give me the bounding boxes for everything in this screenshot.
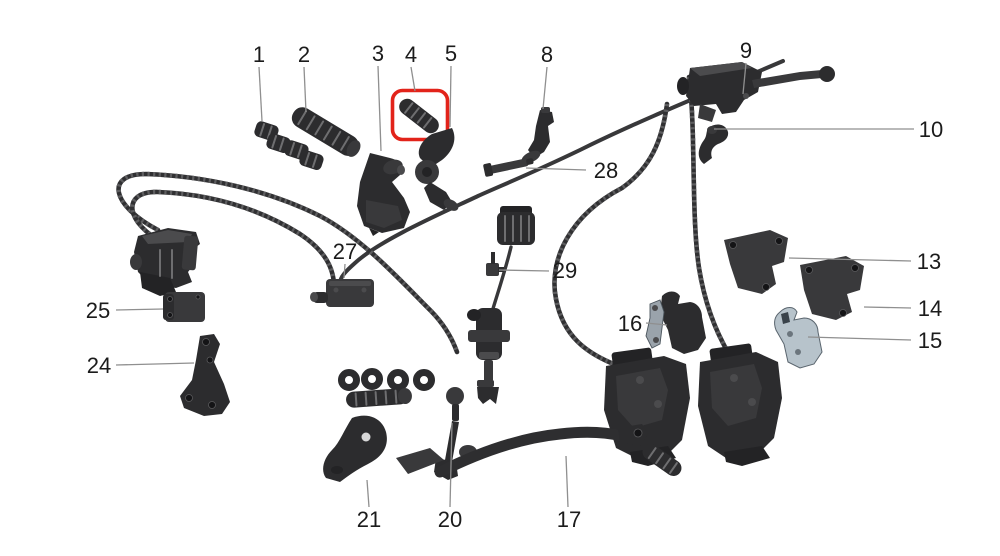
part-label-1: 1 [253,42,265,67]
part-brake-pad-set [645,291,706,354]
highlight-box [390,88,450,142]
part-label-3: 3 [372,41,384,66]
mid-loop-hose-rib [552,103,670,368]
part-label-2: 2 [298,42,310,67]
footpeg-rubber-small [642,443,682,477]
washer-set [338,368,435,391]
part-hose-junction-block [310,279,374,307]
part-label-29: 29 [553,258,577,283]
part-rear-brake-pedal [396,424,648,478]
part-label-9: 9 [740,38,752,63]
part-support-bracket [180,334,230,416]
part-label-27: 27 [333,239,357,264]
front-brake-caliper [130,228,200,296]
part-number-labels: 1 2 3 4 5 8 9 10 13 14 15 16 17 20 21 24… [86,38,943,532]
part-label-20: 20 [438,507,462,532]
part-label-21: 21 [357,507,381,532]
part-heel-guard [323,415,387,482]
right-rear-hose-rib [686,76,731,356]
part-label-4: 4 [405,42,417,67]
part-hose-fitting [486,252,504,276]
part-label-10: 10 [919,117,943,142]
part-caliper-mounting-plate-a [724,230,788,294]
part-guide-bracket [521,107,554,164]
grip-rubber-lower [346,388,412,408]
part-brake-pad-set-light [774,307,823,369]
part-mount-bracket [357,153,410,236]
rear-brake-caliper-right [698,343,782,466]
part-label-13: 13 [917,249,941,274]
part-footpeg-rubber-highlighted [399,98,439,134]
part-label-25: 25 [86,298,110,323]
leader-lines [115,62,914,508]
part-label-8: 8 [541,42,553,67]
part-grip-rubber [291,107,361,157]
part-front-master-cylinder [677,62,835,122]
rear-master-cylinder-assembly [467,206,535,404]
reservoir-hose [490,245,513,314]
part-label-14: 14 [918,296,942,321]
part-label-16: 16 [618,311,642,336]
left-hose-outer [116,171,460,355]
part-label-15: 15 [918,328,942,353]
part-pivot-lever [415,128,459,211]
left-hose-inner-rib [130,189,337,295]
part-label-17: 17 [557,507,581,532]
part-label-5: 5 [445,41,457,66]
part-label-24: 24 [87,353,111,378]
part-pin-bolt [483,158,534,177]
brake-hoses [116,59,785,368]
part-rubber-caps-set [254,121,324,171]
part-label-28: 28 [594,158,618,183]
front-brake-hose [338,59,785,285]
part-mounting-plate [163,292,205,322]
part-caliper-mounting-plate-b [800,256,864,320]
part-clamp-bracket [698,124,729,164]
